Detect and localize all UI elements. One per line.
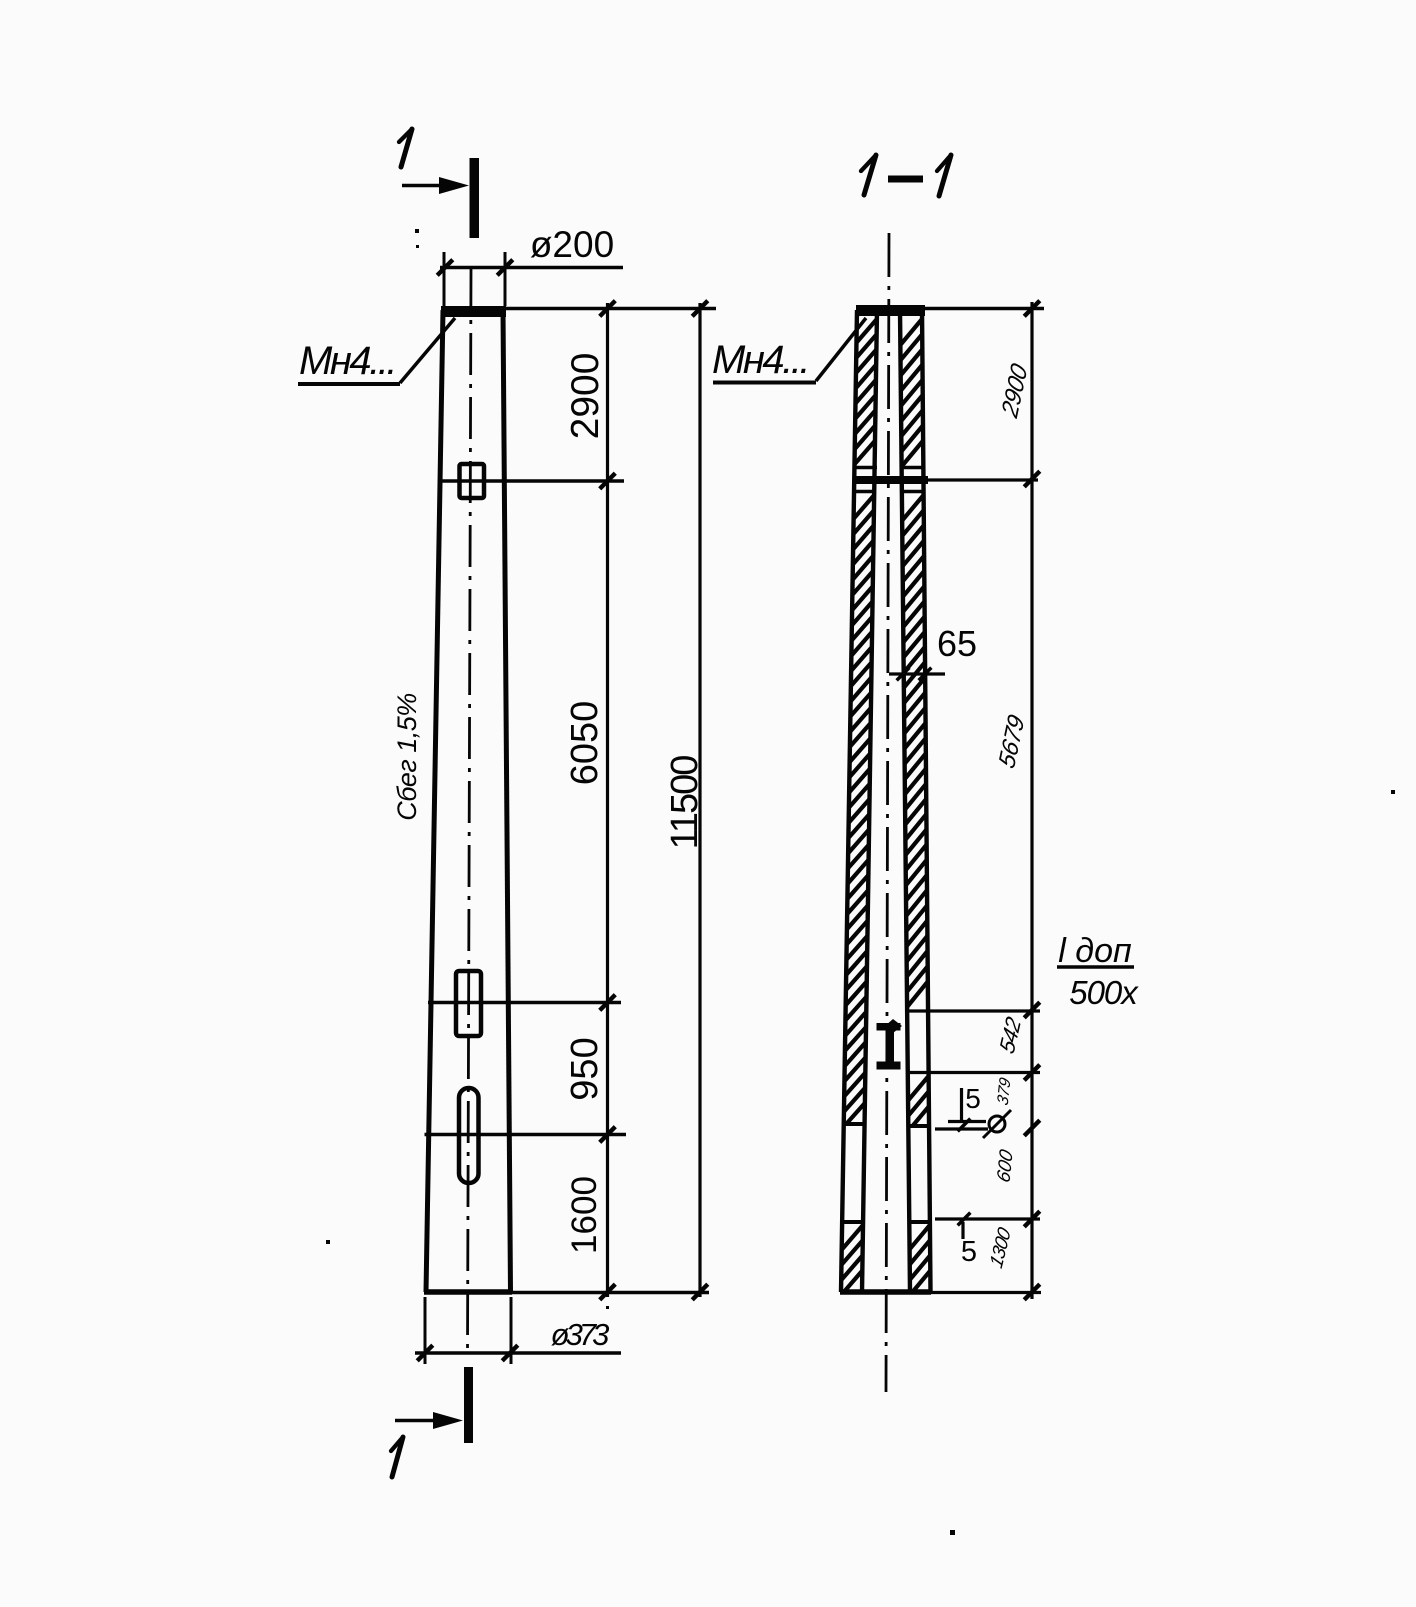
svg-text:Мн4...: Мн4... bbox=[299, 339, 395, 383]
svg-text:ø373: ø373 bbox=[551, 1317, 609, 1352]
svg-text:6050: 6050 bbox=[564, 701, 606, 786]
svg-text:65: 65 bbox=[937, 623, 977, 664]
svg-text:ø200: ø200 bbox=[530, 224, 614, 265]
svg-text:11500: 11500 bbox=[664, 756, 706, 850]
svg-text:950: 950 bbox=[564, 1037, 606, 1100]
svg-text:600: 600 bbox=[994, 1147, 1018, 1185]
svg-text:Мн4...: Мн4... bbox=[712, 338, 808, 382]
svg-text:379: 379 bbox=[994, 1075, 1014, 1107]
svg-text:1600: 1600 bbox=[565, 1176, 604, 1254]
svg-text:500х: 500х bbox=[1069, 974, 1139, 1011]
svg-text:5: 5 bbox=[961, 1236, 977, 1268]
svg-text:5: 5 bbox=[965, 1083, 981, 1114]
svg-text:2900: 2900 bbox=[564, 353, 607, 440]
svg-text:Сбег 1,5%: Сбег 1,5% bbox=[392, 693, 422, 821]
svg-text:l доп: l доп bbox=[1058, 932, 1132, 970]
